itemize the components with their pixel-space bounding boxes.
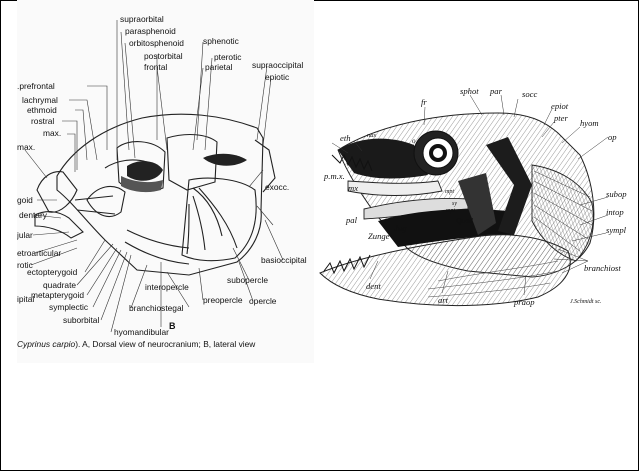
label-hyom: hyom [580, 118, 599, 128]
label-epiot: epiot [551, 101, 569, 111]
label-retroarticular: etroarticular [17, 248, 61, 258]
label-op: op [608, 132, 617, 142]
label-sympl: sympl [606, 225, 627, 235]
label-o: o [412, 137, 416, 145]
label-socc: socc [522, 89, 537, 99]
label-pal: pal [345, 215, 358, 225]
label-frontal: frontal [144, 62, 167, 72]
label-ectopterygoid: ectopterygoid [27, 267, 78, 277]
label-metapterygoid: metapterygoid [31, 290, 84, 300]
label-pmx: p.m.x. [323, 171, 345, 181]
label-praop: praop [513, 297, 535, 307]
label-basioccipital: basioccipital [261, 255, 307, 265]
panel-letter-b: B [169, 321, 176, 331]
caption-text: ). A, Dorsal view of neurocranium; B, la… [75, 339, 256, 349]
label-mx: mx [348, 183, 358, 193]
label-fr: fr [421, 97, 427, 107]
label-pterotic: pterotic [214, 52, 241, 62]
label-subopercle: subopercle [227, 275, 268, 285]
carp-skull-drawing: supraorbital parasphenoid orbitosphenoid… [17, 0, 314, 363]
label-art: art [438, 295, 449, 305]
label-branchiost: branchiost [584, 263, 621, 273]
label-hyomandibular: hyomandibular [114, 327, 169, 337]
label-epiotic: epiotic [265, 72, 289, 82]
label-exocc: exocc. [265, 182, 289, 192]
label-ipital: ipital [17, 294, 34, 304]
label-sy: sy [452, 201, 457, 207]
label-lachrymal: lachrymal [22, 95, 58, 105]
label-opercle: opercle [249, 296, 277, 306]
caption-species: Cyprinus carpio [17, 339, 76, 349]
label-jular: jular [17, 230, 33, 240]
label-parasphenoid: parasphenoid [125, 26, 176, 36]
label-sphot: sphot [460, 86, 479, 96]
label-parietal: parietal [205, 62, 233, 72]
label-supraorbital: supraorbital [120, 14, 164, 24]
label-subop: subop [606, 189, 627, 199]
label-suborbital: suborbital [63, 315, 99, 325]
label-par: par [489, 86, 503, 96]
label-zunge: Zunge [368, 231, 390, 241]
label-mpt: mpt [445, 189, 454, 195]
engraver-signature: J.Schmidt sc. [570, 299, 602, 305]
fish-head-drawing: fr sphot par socc epiot pter hyom op eth… [318, 85, 630, 315]
label-max-left: max. [17, 142, 35, 152]
label-branchiostegal: branchiostegal [129, 303, 184, 313]
label-nas: nas [367, 132, 377, 139]
label-ethmoid: ethmoid [27, 105, 57, 115]
label-preopercle: preopercle [203, 295, 243, 305]
carp-skull-figure: supraorbital parasphenoid orbitosphenoid… [17, 0, 314, 363]
label-goid: goid [17, 195, 33, 205]
label-symplectic: symplectic [49, 302, 88, 312]
fish-head-engraving: fr sphot par socc epiot pter hyom op eth… [318, 85, 630, 315]
label-intop: intop [606, 207, 624, 217]
label-quad: Quad [456, 216, 473, 225]
figure-caption: Cyprinus carpio). A, Dorsal view of neur… [17, 339, 256, 349]
label-orbitosphenoid: orbitosphenoid [129, 38, 184, 48]
label-rostral: rostral [31, 116, 54, 126]
label-dent: dent [366, 281, 381, 291]
label-supraoccipital: supraoccipital [252, 60, 303, 70]
label-sphenotic: sphenotic [203, 36, 239, 46]
label-interopercle: interopercle [145, 282, 189, 292]
label-max-upper: max. [43, 128, 61, 138]
label-pter: pter [553, 113, 568, 123]
label-dentary: dentary [19, 210, 48, 220]
label-quadrate: quadrate [43, 280, 76, 290]
label-postorbital: postorbital [144, 51, 183, 61]
label-jug: Jug [394, 223, 407, 233]
label-prefrontal: .prefrontal [17, 81, 55, 91]
label-mpt-2: mpt [446, 208, 455, 214]
label-eth: eth [340, 133, 351, 143]
